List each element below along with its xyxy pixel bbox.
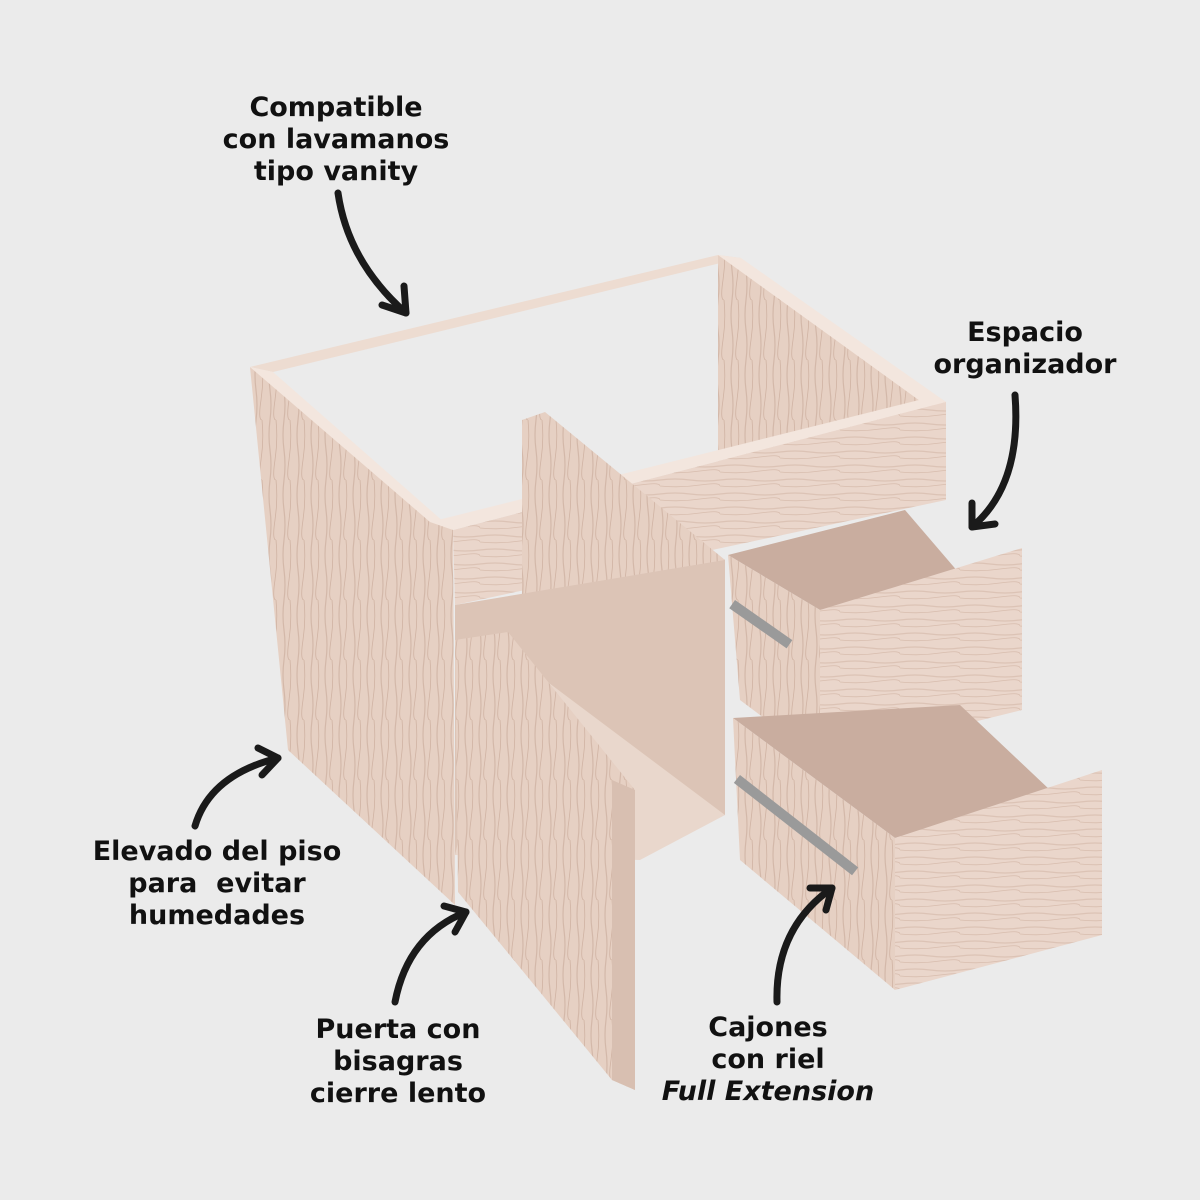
curved-arrow-icon xyxy=(191,754,282,830)
cabinet-left-panel-edge xyxy=(250,367,453,530)
curved-arrow-icon xyxy=(773,884,836,1006)
callout-line: con lavamanos xyxy=(222,124,450,155)
callout-line: Puerta con xyxy=(315,1014,481,1045)
callout-line: Full Extension xyxy=(661,1076,875,1107)
cabinet-left-panel xyxy=(250,367,455,905)
drawer-rail-icon xyxy=(729,599,793,649)
curved-arrow-head xyxy=(968,499,999,531)
curved-arrow-head xyxy=(806,884,836,914)
callout-storage-space: Espacio organizador xyxy=(915,317,1135,381)
callout-vanity-compatible: Compatible con lavamanos tipo vanity xyxy=(186,92,486,188)
curved-arrow-head xyxy=(440,902,470,936)
callout-line: tipo vanity xyxy=(253,156,419,187)
callout-line: Compatible xyxy=(249,92,423,123)
lower-drawer-side xyxy=(733,718,895,990)
curved-arrow-head xyxy=(254,744,282,779)
callout-line: para evitar xyxy=(128,868,306,899)
curved-arrow-head xyxy=(378,282,410,317)
callout-soft-close-door: Puerta con bisagras cierre lento xyxy=(268,1014,528,1110)
callout-line: bisagras xyxy=(333,1046,463,1077)
callout-line: organizador xyxy=(933,349,1117,380)
curved-arrow-icon xyxy=(391,908,470,1006)
door-panel xyxy=(455,632,635,1090)
door-edge xyxy=(612,780,635,1090)
upper-drawer-side xyxy=(728,555,820,760)
callout-line: Elevado del piso xyxy=(92,836,342,867)
drawer-rail-icon xyxy=(733,775,859,876)
curved-arrow-icon xyxy=(968,391,1020,531)
lower-drawer-box xyxy=(733,705,1050,838)
callout-line: humedades xyxy=(128,900,306,931)
callout-full-extension-drawers: Cajones con riel Full Extension xyxy=(633,1012,903,1108)
lower-drawer-front xyxy=(895,770,1102,990)
cabinet-back-rail xyxy=(250,255,741,372)
callout-line: con riel xyxy=(711,1044,825,1075)
callout-line: cierre lento xyxy=(309,1078,487,1109)
curved-arrow-icon xyxy=(334,189,410,317)
callout-line: Cajones xyxy=(708,1012,828,1043)
callout-line: Espacio xyxy=(967,317,1083,348)
cabinet-top-right-rail xyxy=(718,255,946,406)
upper-drawer-front xyxy=(820,548,1022,760)
callout-elevated-floor: Elevado del piso para evitar humedades xyxy=(62,836,372,932)
